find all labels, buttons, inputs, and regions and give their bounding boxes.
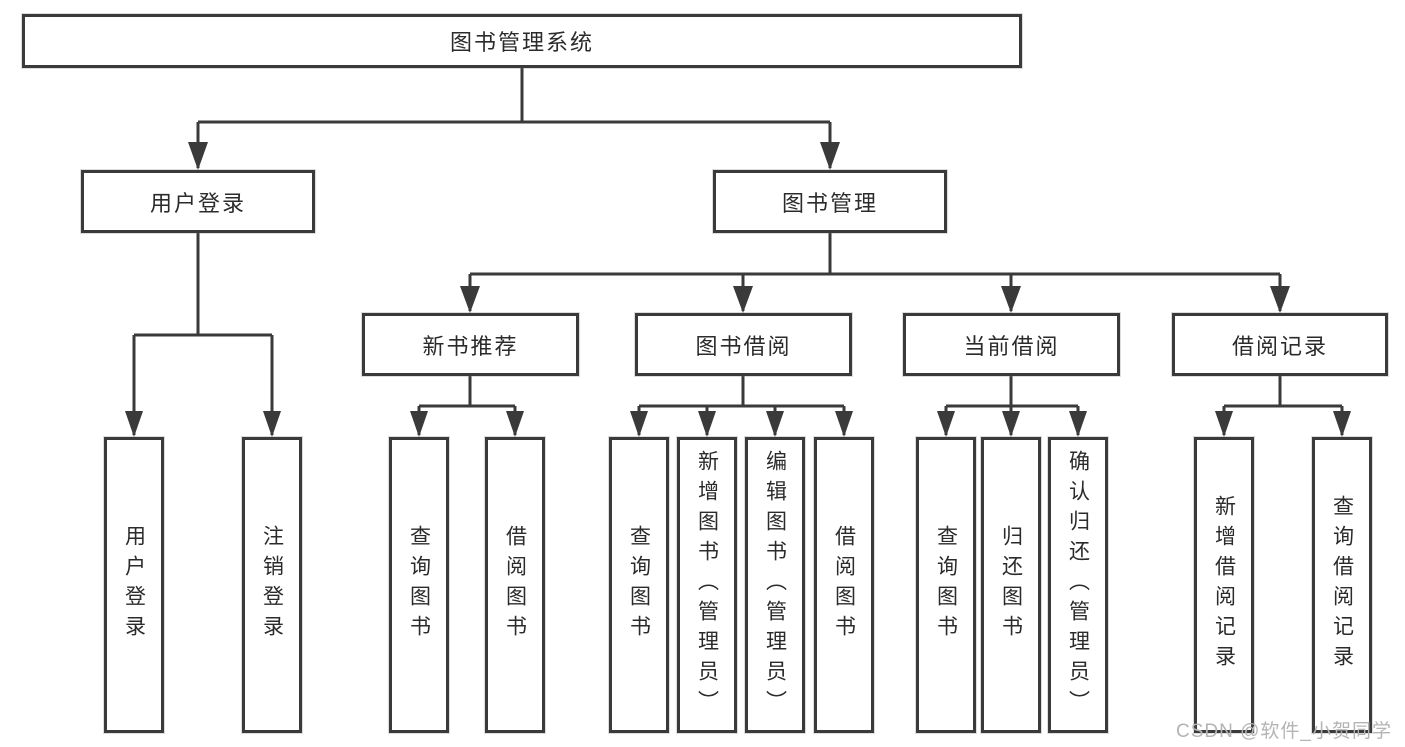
leaf-add-books-admin: 新增图书（管理员） [677,437,737,733]
node-label: 新书推荐 [422,333,519,359]
leaf-borrow-books-recommend: 借阅图书 [485,437,545,733]
node-current-borrowing: 当前借阅 [903,313,1120,376]
leaf-label: 查询图书 [627,525,651,645]
leaf-label: 新增借阅记录 [1212,495,1236,675]
node-book-borrowing: 图书借阅 [635,313,852,376]
node-new-book-recommendation: 新书推荐 [362,313,579,376]
leaf-label: 归还图书 [999,525,1023,645]
leaf-label: 编辑图书（管理员） [763,450,787,720]
leaf-logout: 注销登录 [242,437,302,733]
node-label: 借阅记录 [1231,333,1328,359]
leaf-label: 查询图书 [934,525,958,645]
leaf-add-borrow-record: 新增借阅记录 [1194,437,1254,733]
node-label: 图书管理系统 [449,30,594,55]
node-label: 当前借阅 [963,333,1060,359]
node-library-management-system: 图书管理系统 [22,14,1022,68]
node-label: 图书借阅 [695,333,792,359]
leaf-query-borrow-record: 查询借阅记录 [1312,437,1372,733]
leaf-label: 借阅图书 [832,525,856,645]
leaf-label: 新增图书（管理员） [695,450,719,720]
leaf-query-books-current: 查询图书 [916,437,976,733]
leaf-label: 查询图书 [407,525,431,645]
node-borrowing-records: 借阅记录 [1172,313,1388,376]
leaf-return-books: 归还图书 [981,437,1041,733]
watermark: CSDN @软件_小贺同学 [1176,721,1392,742]
arrowheads [125,142,1351,437]
node-label: 图书管理 [781,190,878,216]
node-label: 用户登录 [149,190,246,216]
leaf-edit-books-admin: 编辑图书（管理员） [745,437,805,733]
leaf-borrow-books: 借阅图书 [814,437,874,733]
leaf-label: 查询借阅记录 [1330,495,1354,675]
leaf-query-books-borrowing: 查询图书 [609,437,669,733]
leaf-label: 用户登录 [122,525,146,645]
node-book-management: 图书管理 [713,170,947,233]
leaf-label: 借阅图书 [503,525,527,645]
leaf-user-login: 用户登录 [104,437,164,733]
leaf-confirm-return-admin: 确认归还（管理员） [1048,437,1108,733]
leaf-label: 注销登录 [260,525,284,645]
leaf-query-books-recommend: 查询图书 [389,437,449,733]
leaf-label: 确认归还（管理员） [1066,450,1090,720]
node-user-login: 用户登录 [81,170,315,233]
